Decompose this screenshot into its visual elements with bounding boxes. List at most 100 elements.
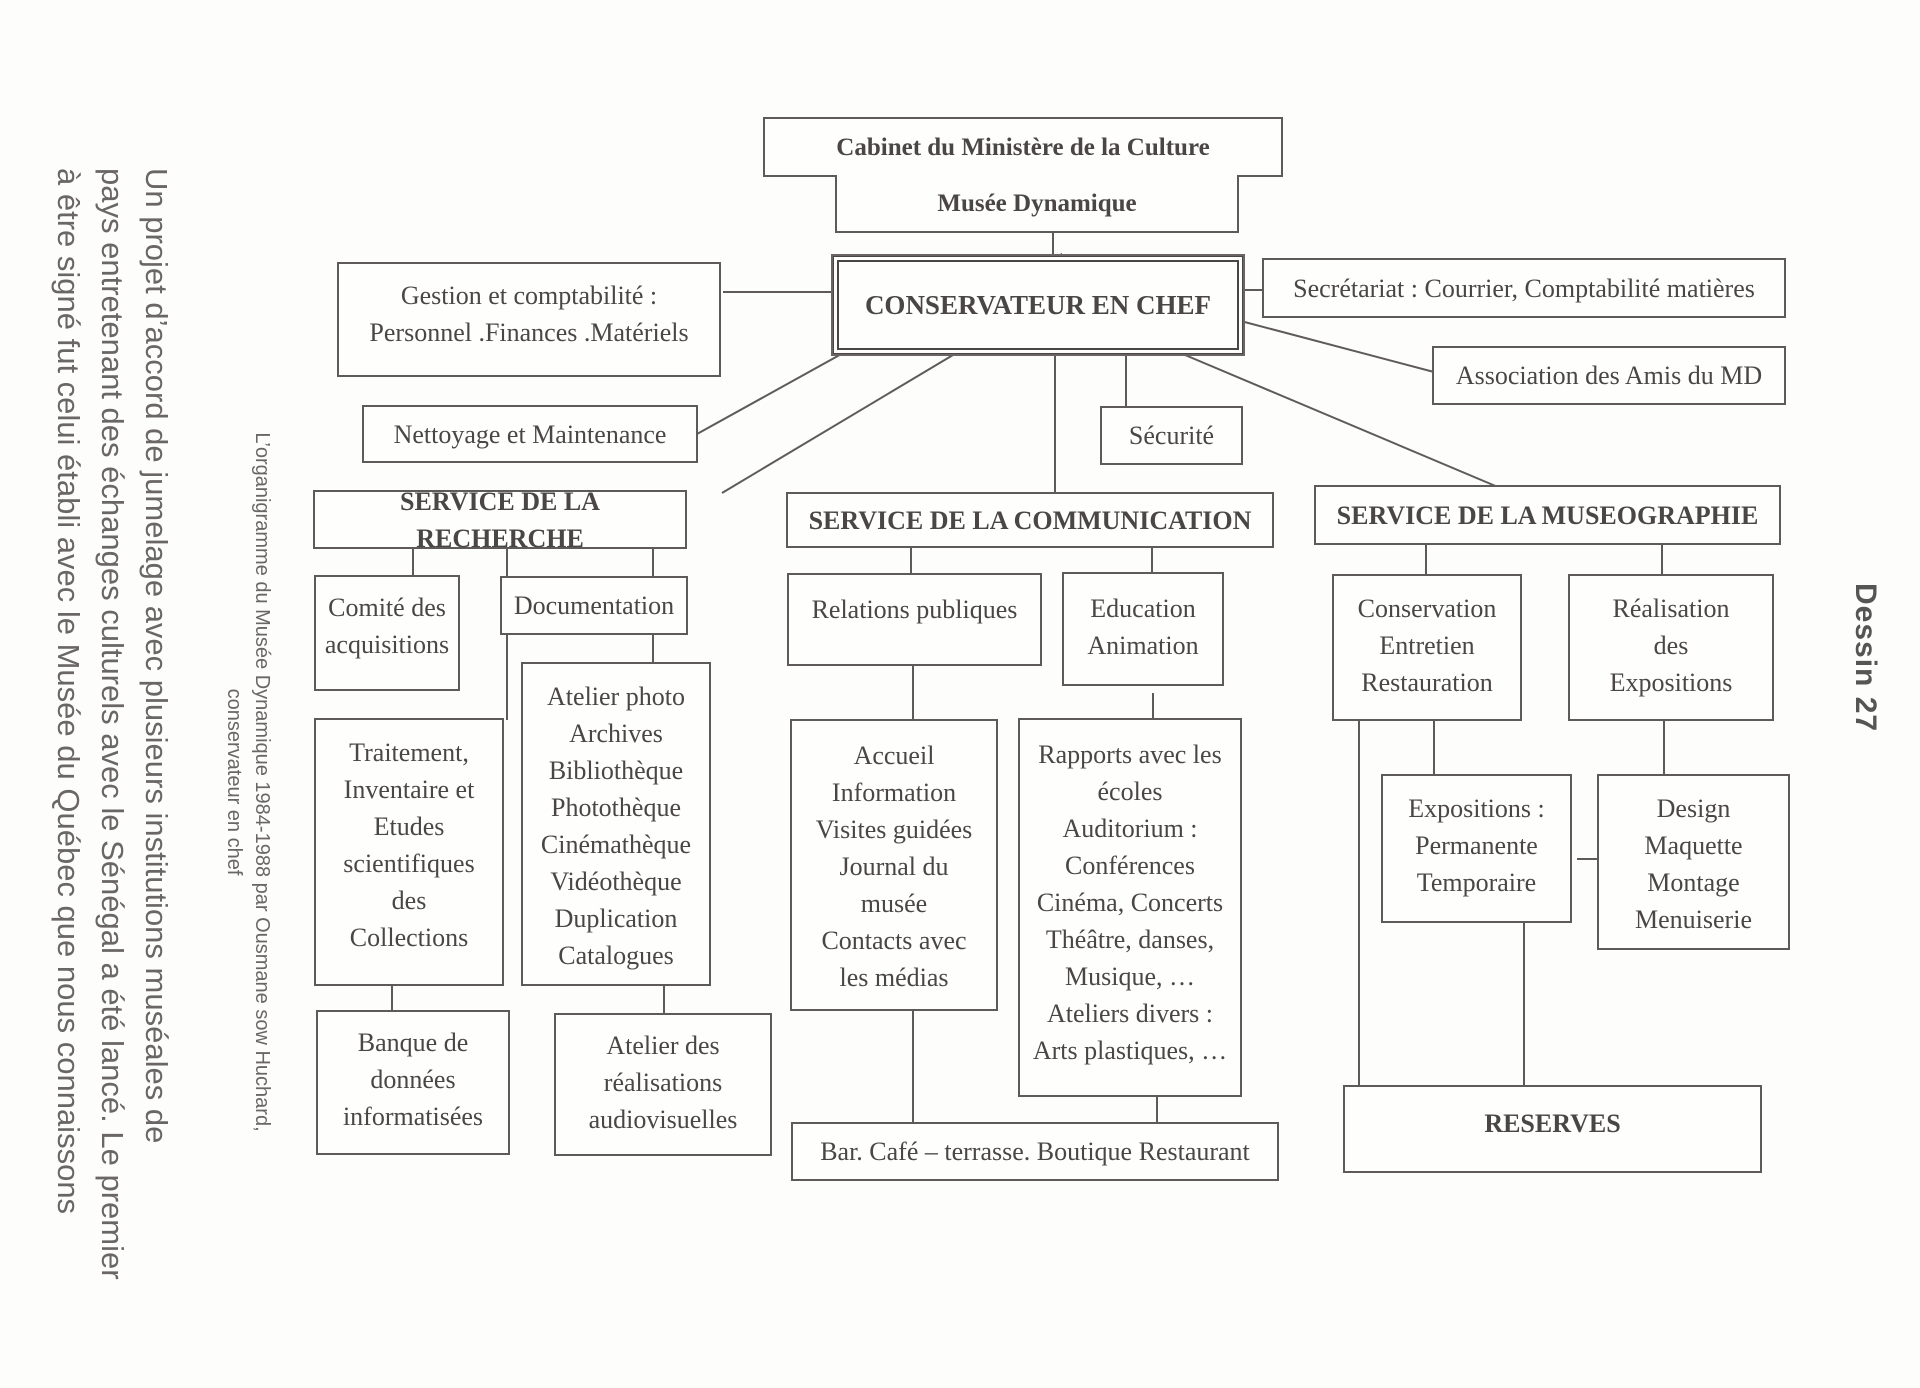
gestion-line: Gestion et comptabilité :	[400, 281, 658, 310]
comite-acquisitions-box: Comité des acquisitions	[314, 575, 460, 691]
service-museographie-title: SERVICE DE LA MUSEOGRAPHIE	[1336, 500, 1759, 530]
banque-line: données	[370, 1065, 456, 1094]
traitement-inventaire-box: Traitement, Inventaire et Etudes scienti…	[314, 718, 504, 986]
banque-donnees-box: Banque de données informatisées	[316, 1010, 510, 1155]
bar-cafe-boutique-box: Bar. Café – terrasse. Boutique Restauran…	[791, 1122, 1279, 1181]
accueil-line: Visites guidées	[815, 815, 973, 844]
design-line: Maquette	[1644, 831, 1743, 860]
rapports-line: Auditorium :	[1062, 814, 1198, 843]
atelier-audiovisuel-box: Atelier des réalisations audiovisuelles	[554, 1013, 772, 1156]
documentation-box: Documentation	[500, 576, 688, 635]
traitement-line: scientifiques	[343, 849, 475, 878]
conservation-line: Entretien	[1379, 631, 1475, 660]
documentation-label: Documentation	[513, 591, 675, 620]
conservation-line: Restauration	[1361, 668, 1493, 697]
realisation-line: Expositions	[1609, 668, 1733, 697]
conservation-line: Conservation	[1357, 594, 1497, 623]
connector-association	[1236, 319, 1435, 373]
association-label: Association des Amis du MD	[1455, 361, 1763, 390]
cabinet-label: Cabinet du Ministère de la Culture	[836, 133, 1210, 161]
atelier-av-line: réalisations	[603, 1068, 723, 1097]
accueil-information-box: Accueil Information Visites guidées Jour…	[790, 719, 998, 1011]
secretariat-label: Secrétariat : Courrier, Comptabilité mat…	[1293, 273, 1755, 303]
connector-nettoyage	[696, 351, 846, 435]
traitement-line: Inventaire et	[343, 775, 475, 804]
expositions-line: Permanente	[1415, 831, 1538, 860]
cabinet-ministere-box: Cabinet du Ministère de la Culture	[763, 117, 1283, 177]
conservateur-en-chef-box: CONSERVATEUR EN CHEF	[831, 254, 1245, 356]
atelier-photo-line: Catalogues	[558, 941, 674, 970]
nettoyage-label: Nettoyage et Maintenance	[393, 419, 667, 449]
atelier-photo-line: Duplication	[554, 904, 678, 933]
rapports-line: écoles	[1097, 777, 1163, 806]
atelier-av-line: Atelier des	[606, 1031, 720, 1060]
accueil-line: Accueil	[853, 741, 935, 770]
service-recherche-title: SERVICE DE LA RECHERCHE	[400, 486, 600, 553]
accueil-line: Information	[831, 778, 957, 807]
connector-recherche	[721, 351, 959, 494]
musee-dynamique-box: Musée Dynamique	[835, 175, 1239, 233]
realisation-expositions-box: Réalisation des Expositions	[1568, 574, 1774, 721]
rapports-line: Cinéma, Concerts	[1036, 888, 1224, 917]
traitement-line: Collections	[349, 923, 469, 952]
secretariat-box: Secrétariat : Courrier, Comptabilité mat…	[1262, 258, 1786, 318]
design-maquette-box: Design Maquette Montage Menuiserie	[1597, 774, 1790, 950]
relations-label: Relations publiques	[811, 595, 1018, 624]
education-animation-box: Education Animation	[1062, 572, 1224, 686]
association-amis-box: Association des Amis du MD	[1432, 346, 1786, 405]
education-line: Education	[1090, 594, 1196, 623]
nettoyage-maintenance-box: Nettoyage et Maintenance	[362, 405, 698, 463]
expositions-permanente-box: Expositions : Permanente Temporaire	[1381, 774, 1572, 923]
connector-museographie	[1177, 351, 1506, 491]
traitement-line: des	[391, 886, 427, 915]
rapports-line: Rapports avec les	[1038, 740, 1222, 769]
atelier-photo-line: Cinémathèque	[540, 830, 692, 859]
rapports-line: Arts plastiques, …	[1032, 1036, 1228, 1065]
education-line: Animation	[1087, 631, 1199, 660]
chef-label: CONSERVATEUR EN CHEF	[864, 289, 1212, 320]
rapports-ecoles-box: Rapports avec les écoles Auditorium : Co…	[1018, 718, 1242, 1097]
atelier-av-line: audiovisuelles	[588, 1105, 738, 1134]
conservation-entretien-box: Conservation Entretien Restauration	[1332, 574, 1522, 721]
traitement-line: Etudes	[373, 812, 445, 841]
realisation-line: Réalisation	[1612, 594, 1730, 623]
securite-box: Sécurité	[1100, 406, 1243, 465]
rapports-line: Conférences	[1065, 851, 1195, 880]
accueil-line: Contacts avec	[821, 926, 967, 955]
securite-label: Sécurité	[1128, 421, 1215, 450]
design-line: Design	[1656, 794, 1731, 823]
relations-publiques-box: Relations publiques	[787, 573, 1042, 666]
accueil-line: les médias	[839, 963, 949, 992]
atelier-photo-line: Bibliothèque	[548, 756, 684, 785]
comite-line: acquisitions	[324, 630, 450, 659]
gestion-line: Personnel .Finances .Matériels	[369, 318, 689, 347]
banque-line: Banque de	[357, 1028, 469, 1057]
design-line: Menuiserie	[1635, 905, 1752, 934]
musee-label: Musée Dynamique	[937, 189, 1137, 217]
atelier-photo-line: Archives	[569, 719, 663, 748]
service-museographie-box: SERVICE DE LA MUSEOGRAPHIE	[1314, 485, 1781, 545]
comite-line: Comité des	[328, 593, 446, 622]
rapports-line: Ateliers divers :	[1046, 999, 1214, 1028]
atelier-photo-box: Atelier photo Archives Bibliothèque Phot…	[521, 662, 711, 986]
accueil-line: Journal du	[839, 852, 949, 881]
service-communication-title: SERVICE DE LA COMMUNICATION	[808, 505, 1252, 535]
design-line: Montage	[1647, 868, 1740, 897]
rapports-line: Musique, …	[1065, 962, 1195, 991]
banque-line: informatisées	[342, 1102, 484, 1131]
service-communication-box: SERVICE DE LA COMMUNICATION	[786, 492, 1274, 548]
rapports-line: Théâtre, danses,	[1045, 925, 1215, 954]
accueil-line: musée	[860, 889, 928, 918]
atelier-photo-line: Vidéothèque	[550, 867, 682, 896]
expositions-line: Temporaire	[1416, 868, 1537, 897]
atelier-photo-line: Photothèque	[551, 793, 681, 822]
traitement-line: Traitement,	[349, 738, 469, 767]
bar-label: Bar. Café – terrasse. Boutique Restauran…	[820, 1137, 1250, 1166]
reserves-box: RESERVES	[1343, 1085, 1762, 1173]
expositions-line: Expositions :	[1408, 794, 1545, 823]
service-recherche-box: SERVICE DE LA RECHERCHE	[313, 487, 687, 553]
reserves-label: RESERVES	[1484, 1109, 1621, 1138]
realisation-line: des	[1653, 631, 1689, 660]
gestion-comptabilite-box: Gestion et comptabilité : Personnel .Fin…	[337, 262, 721, 377]
atelier-photo-line: Atelier photo	[547, 682, 685, 711]
